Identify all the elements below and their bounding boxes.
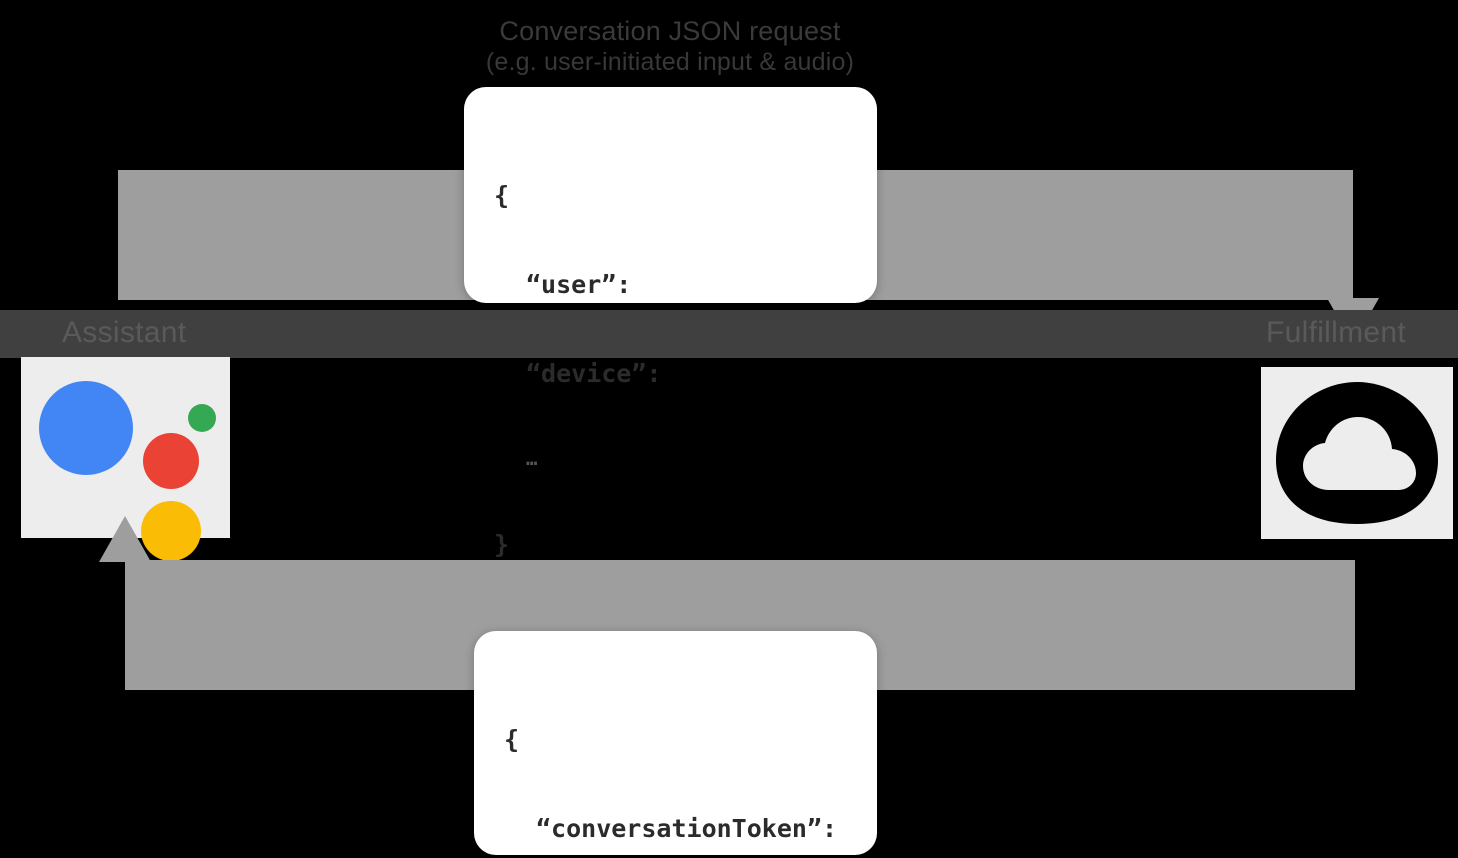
request-json-close-brace: }	[494, 530, 510, 560]
assistant-green-dot-icon	[188, 404, 216, 432]
request-json-ellipsis: …	[526, 448, 539, 471]
assistant-red-dot-icon	[143, 433, 199, 489]
request-json-key-user: “user”:	[526, 269, 632, 299]
lane-label-fulfillment: Fulfillment	[1266, 316, 1406, 349]
request-json-card: { “user”: “device”: … }	[464, 87, 877, 559]
cloud-fulfillment-icon	[1276, 382, 1438, 524]
response-arrowhead-up-icon	[99, 516, 151, 562]
fulfillment-endpoint-tile	[1261, 367, 1453, 539]
request-caption-subtitle: (e.g. user-initiated input & audio)	[485, 47, 855, 76]
request-caption-title: Conversation JSON request	[499, 16, 841, 46]
request-json-open-brace: {	[494, 180, 510, 210]
request-json-key-device: “device”:	[526, 359, 662, 388]
response-json-key-conversation-token: “conversationToken”:	[536, 813, 838, 843]
conversation-lane	[0, 310, 1458, 358]
assistant-endpoint-tile	[21, 357, 230, 561]
lane-label-assistant: Assistant	[62, 316, 187, 349]
response-json-card: { “conversationToken”: “userStorage”: … …	[474, 631, 877, 855]
google-assistant-icon	[21, 357, 230, 561]
assistant-blue-dot-icon	[39, 381, 133, 475]
assistant-yellow-dot-icon	[141, 501, 201, 561]
response-json-open-brace: {	[504, 724, 520, 754]
request-caption: Conversation JSON request (e.g. user-ini…	[0, 16, 1340, 77]
